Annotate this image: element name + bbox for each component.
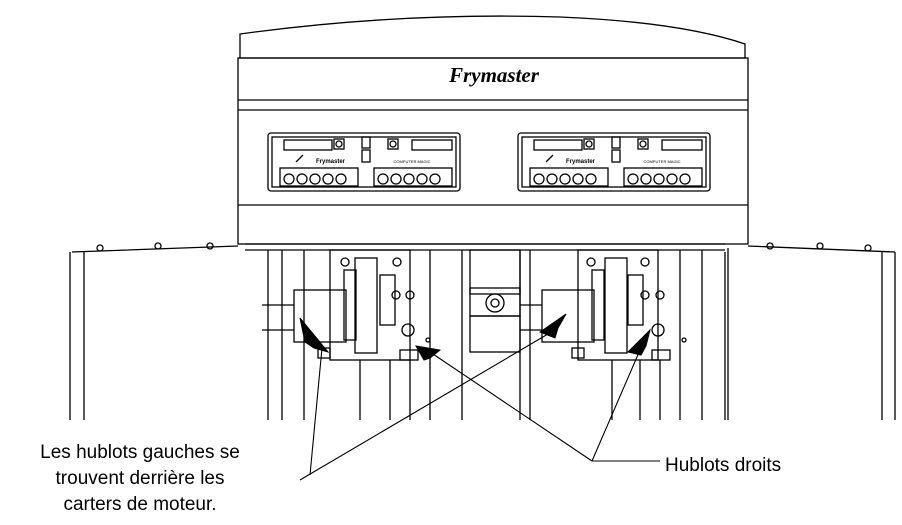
arrow-right-2 xyxy=(627,328,651,356)
leader-right-2 xyxy=(591,349,641,462)
center-valve xyxy=(469,249,521,353)
motor-assembly-right xyxy=(520,249,687,361)
callout-left-line-1: Les hublots gauches se xyxy=(40,442,240,463)
callout-left-line-2: trouvent derrière les xyxy=(55,468,225,489)
controller-right xyxy=(517,132,711,192)
callout-left-line-3: carters de moteur. xyxy=(63,494,217,515)
controller-right-label: COMPUTER MAGIC xyxy=(643,159,680,164)
callout-right-hublots: Hublots droits xyxy=(665,455,782,476)
side-cabinet-right xyxy=(724,245,896,420)
controller-left-brand: Frymaster xyxy=(316,159,346,165)
leader-left-1 xyxy=(309,347,323,476)
leader-right-1 xyxy=(429,351,593,462)
motor-assembly-left xyxy=(262,249,431,361)
leader-left-2 xyxy=(299,333,549,481)
controller-right-brand: Frymaster xyxy=(566,159,596,165)
arrow-left-2 xyxy=(538,313,567,339)
brand-logo: Frymaster xyxy=(448,63,540,87)
fryer-hood xyxy=(239,15,746,59)
arrow-left-1 xyxy=(299,317,330,353)
side-cabinet-left xyxy=(69,245,239,420)
callout-left-hublots: Les hublots gauches se trouvent derrière… xyxy=(0,440,280,518)
controller-left-label: COMPUTER MAGIC xyxy=(393,159,430,164)
controller-left xyxy=(267,132,461,192)
arrow-right-1 xyxy=(415,345,442,361)
